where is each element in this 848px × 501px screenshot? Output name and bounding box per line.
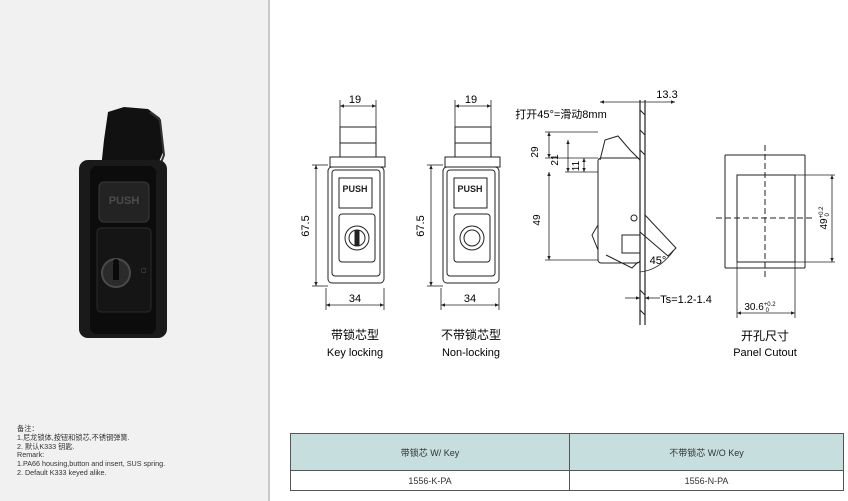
remark-line: 1.PA66 housing,button and insert, SUS sp…	[17, 459, 166, 469]
label-nokey-en: Non-locking	[442, 347, 500, 359]
front-view-nokey-dims	[427, 100, 500, 310]
label-key-en: Key locking	[327, 347, 383, 359]
side-view	[591, 100, 677, 325]
panel-divider	[268, 0, 270, 501]
front-view-key-dims	[312, 100, 385, 310]
dim-height-nokey: 67.5	[415, 215, 427, 236]
remark-line: 1.尼龙锁体,按钮和锁芯,不锈钢弹簧.	[17, 432, 130, 442]
label-nokey-cn: 不带锁芯型	[441, 327, 501, 342]
front-view-key: PUSH	[327, 126, 386, 284]
dim-width-key: 34	[349, 293, 361, 305]
table-row: 1556-K-PA 1556-N-PA	[290, 470, 844, 491]
front-view-nokey: PUSH	[442, 126, 501, 284]
panel-cutout	[716, 145, 815, 280]
part-number-table: 带锁芯 W/ Key 不带锁芯 W/O Key 1556-K-PA 1556-N…	[290, 433, 844, 491]
latch-photo: PUSH ▢	[79, 107, 167, 338]
table-cell: 1556-K-PA	[290, 470, 570, 491]
dim-49: 49	[532, 214, 543, 226]
remark-line: Remark:	[17, 450, 45, 460]
push-label: PUSH	[109, 195, 140, 207]
side-open-label: 打开45°=滑动8mm	[515, 107, 607, 121]
dim-13-3: 13.3	[656, 89, 677, 101]
push-label-nokey: PUSH	[457, 184, 482, 194]
dim-angle: 45°	[650, 255, 667, 267]
remark-line: 备注：	[17, 424, 39, 433]
dim-height-key: 67.5	[300, 215, 312, 236]
dim-21: 21	[550, 154, 561, 166]
table-header-cell: 不带锁芯 W/O Key	[569, 433, 844, 471]
dim-29: 29	[530, 146, 541, 158]
push-label-key: PUSH	[342, 184, 367, 194]
table-header-row: 带锁芯 W/ Key 不带锁芯 W/O Key	[290, 433, 844, 471]
dim-ts: Ts=1.2-1.4	[660, 294, 712, 306]
dim-top-key: 19	[349, 94, 361, 106]
remark-line: 2. 默认K333 钥匙.	[17, 441, 75, 451]
svg-text:▢: ▢	[141, 268, 147, 274]
dim-11: 11	[571, 160, 582, 171]
dim-top-nokey: 19	[465, 94, 477, 106]
remarks: 备注： 1.尼龙锁体,按钮和锁芯,不锈钢弹簧. 2. 默认K333 钥匙. Re…	[17, 424, 166, 478]
dim-width-nokey: 34	[464, 293, 476, 305]
table-cell: 1556-N-PA	[569, 470, 844, 491]
label-key-cn: 带锁芯型	[331, 327, 379, 342]
cutout-dim-h: 49+0.20	[819, 206, 831, 230]
label-cutout-en: Panel Cutout	[733, 347, 797, 359]
label-cutout-cn: 开孔尺寸	[741, 329, 789, 343]
remark-line: 2. Default K333 keyed alike.	[17, 467, 107, 477]
table-header-cell: 带锁芯 W/ Key	[290, 433, 570, 471]
panel-cutout-dims	[736, 174, 835, 318]
side-view-dims	[545, 100, 675, 300]
